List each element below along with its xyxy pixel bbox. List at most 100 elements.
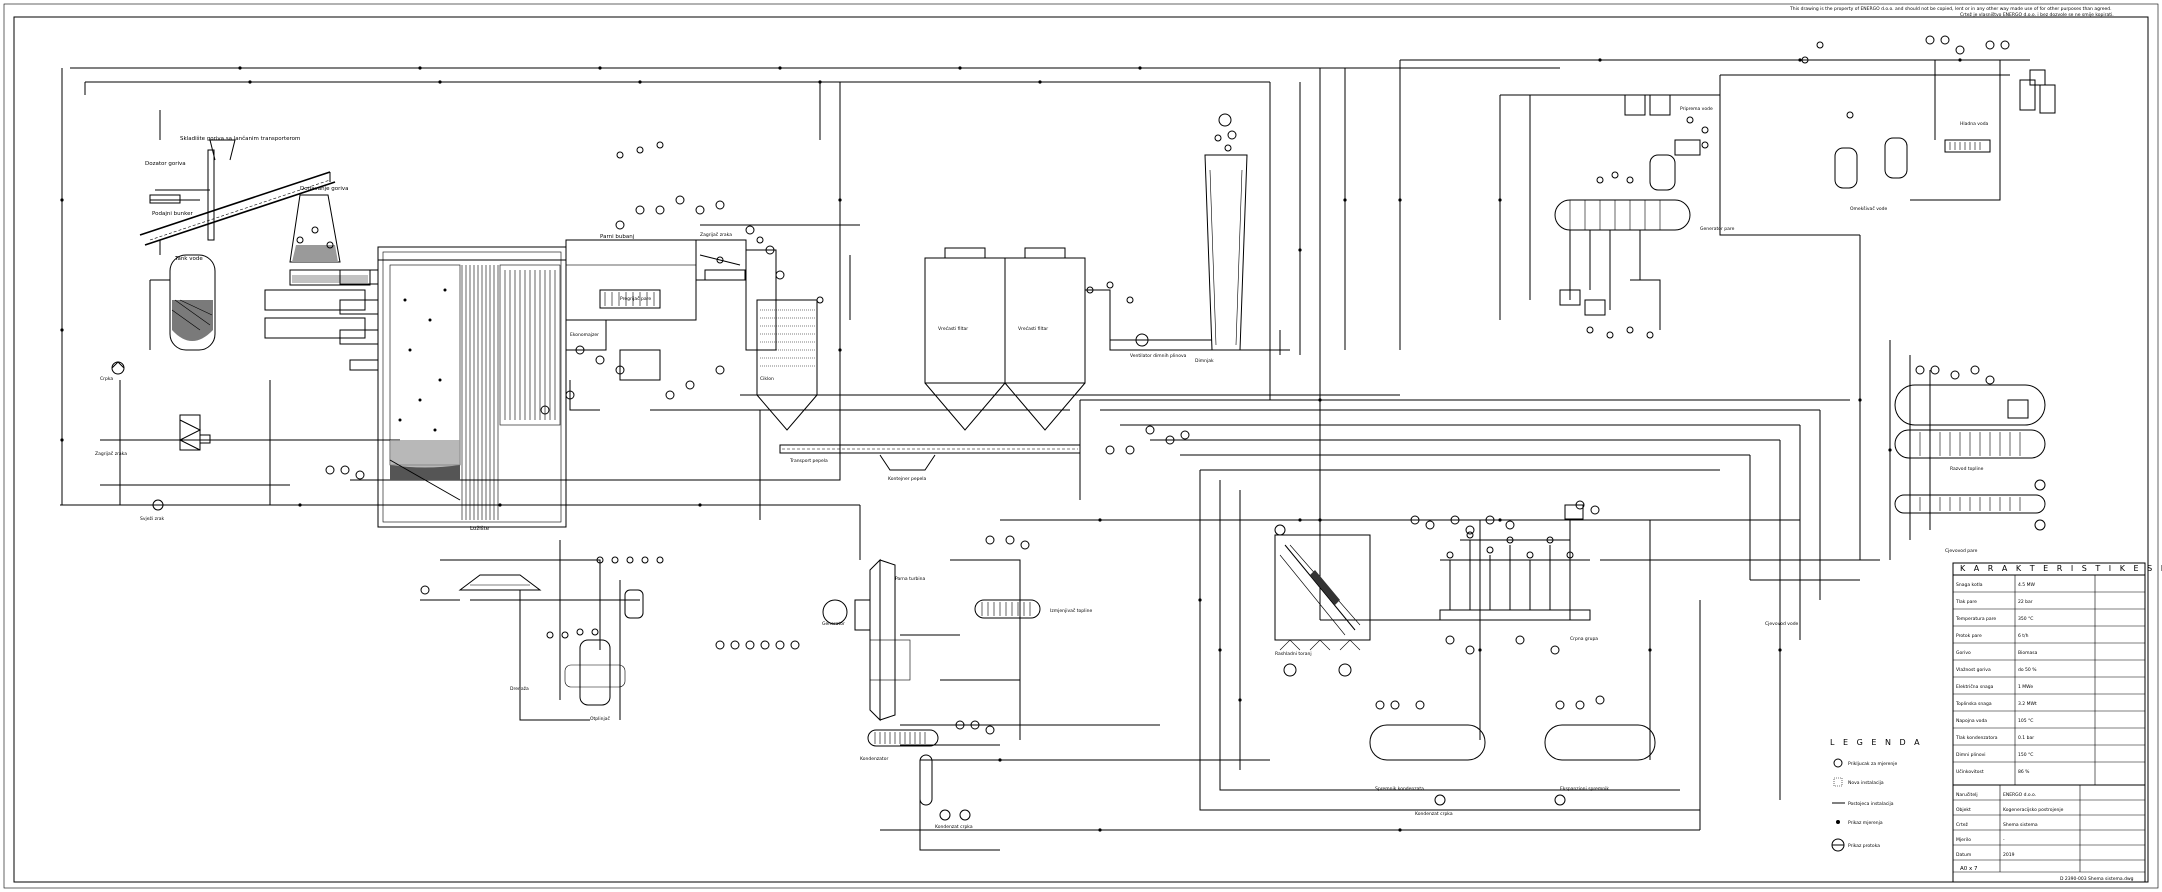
char-row-value: Biomasa <box>2018 650 2038 656</box>
cold-water-label: Hladna voda <box>1960 121 1989 127</box>
steam-drum-label: Parni bubanj <box>600 234 635 240</box>
pipe-1-label: Cjevovod pare <box>1945 548 1978 554</box>
characteristics-title: K A R A K T E R I S T I K E S I S T E M … <box>1960 564 2162 573</box>
fresh-air-label: Svježi zrak <box>140 515 165 522</box>
ash-transport-label: Transport pepela <box>789 458 828 464</box>
boiler: Ložište <box>339 246 567 532</box>
tb-value: - <box>2003 838 2005 843</box>
char-row-label: Gorivo <box>1956 650 1971 656</box>
heating-out-label: Razvod topline <box>1950 466 1984 472</box>
tb-label: Crtež <box>1956 821 1969 828</box>
cooling-tower: Rashladni toranj <box>1274 524 1371 677</box>
legend-item: Nova instalacija <box>1848 780 1884 786</box>
legend-item: Prikljucak za mjerenje <box>1848 761 1898 767</box>
char-row-label: Snaga kotla <box>1956 582 1983 588</box>
title-block: Naručitelj ENERGO d.o.o. Objekt Kogenera… <box>1952 784 2146 883</box>
char-row-label: Električna snaga <box>1956 683 1994 690</box>
char-row-value: 22 bar <box>2018 599 2033 605</box>
ash-feeder <box>420 574 542 601</box>
condensate-tanks: Spremnik kondenzata Ekspanzioni spremnik… <box>1369 724 1656 817</box>
heat-recovery: Parni bubanj Pregrijač pare Ekonomajzer … <box>565 231 777 411</box>
air-preheater: Zagrijač zraka Svježi zrak <box>95 414 211 522</box>
deaerator-label: Otplinjač <box>590 715 611 722</box>
char-row-value: 4.5 MW <box>2018 582 2035 588</box>
char-row-label: Tlak pare <box>1955 599 1977 605</box>
char-row-label: Toplinska snaga <box>1955 701 1992 707</box>
tb-value: 2019 <box>2003 852 2015 858</box>
tb-number: D 2390-003 Shema sistema.dwg <box>2060 876 2134 882</box>
flue-gas-cleaning: Ciklon Vrećasti filtar Vrećasti filtar T… <box>756 247 1200 482</box>
legend-title: L E G E N D A <box>1830 738 1923 747</box>
right-exchangers: Razvod topline Cjevovod pare Cjevovod vo… <box>1765 365 2046 627</box>
legend-item: Prikaz mjerenja <box>1848 820 1883 826</box>
air-heater-label: Zagrijač zraka <box>700 231 732 238</box>
tb-label: Objekt <box>1956 807 1971 813</box>
furnace-label: Ložište <box>470 525 490 532</box>
chimney-label: Dimnjak <box>1195 358 1214 364</box>
feed-pump-label: Crpka <box>100 376 113 382</box>
ash-container-label: Kontejner pepela <box>888 476 927 482</box>
char-row-value: 3.2 MWt <box>2018 701 2037 707</box>
pipe-nodes <box>60 58 1962 832</box>
header-manifold: Crpna grupa <box>1410 500 1600 655</box>
generator-label: Generator <box>822 621 845 627</box>
characteristics-table: K A R A K T E R I S T I K E S I S T E M … <box>1952 562 2162 786</box>
bag-filter-2-label: Vrećasti filtar <box>1018 325 1048 332</box>
char-row-value: do 50 % <box>2018 667 2037 673</box>
char-row-value: 105 °C <box>2018 718 2033 724</box>
flue-fan-label: Ventilator dimnih plinova <box>1130 353 1187 359</box>
steam-generator-label: Generator pare <box>1700 226 1735 232</box>
cond-pump-2-label: Kondenzat crpka <box>1415 811 1453 817</box>
economizer-label: Ekonomajzer <box>570 332 599 338</box>
instrument-bubbles <box>296 41 1854 735</box>
cooling-tower-label: Rashladni toranj <box>1275 651 1312 657</box>
tb-format: A0 x 7 <box>1960 866 1978 872</box>
characteristics-rows: Snaga kotla 4.5 MW Tlak pare 22 bar Temp… <box>1955 582 2038 775</box>
pump-group-label: Crpna grupa <box>1570 636 1598 642</box>
tb-value: Kogeneracijsko postrojenje <box>2003 807 2064 813</box>
deaerator: Otplinjač Drenaža <box>510 556 664 722</box>
heat-exchanger-label: Izmjenjivač topline <box>1050 607 1092 614</box>
biomass-conveyor-label: Skladište goriva sa lančanim transporter… <box>180 135 300 142</box>
hot-water-tank: Tank vode Crpka <box>100 240 216 382</box>
softener: Omekšivač vode Hladna voda <box>1834 35 2056 212</box>
condenser-label: Kondenzator <box>860 756 888 762</box>
pipe-network <box>60 59 2030 851</box>
chimney: Dimnjak <box>1195 113 1248 364</box>
flue-cyclone-label: Ciklon <box>760 376 774 382</box>
char-row-label: Dimni plinovi <box>1956 752 1986 758</box>
air-preheater-label: Zagrijač zraka <box>95 450 127 457</box>
char-row-value: 150 °C <box>2018 752 2033 758</box>
tb-label: Mjerilo <box>1956 837 1971 843</box>
char-row-value: 6 t/h <box>2018 633 2029 639</box>
char-row-value: 86 % <box>2018 769 2030 775</box>
softener-label: Omekšivač vode <box>1850 205 1887 212</box>
flash-tank-label: Ekspanzioni spremnik <box>1560 786 1609 792</box>
char-row-label: Napojna voda <box>1956 718 1987 724</box>
drain-label: Drenaža <box>510 685 529 692</box>
turbine-label: Parna turbina <box>895 576 926 582</box>
char-row-label: Protok pare <box>1956 633 1982 639</box>
char-row-value: 1 MWe <box>2018 684 2033 690</box>
pipe-2-label: Cjevovod vode <box>1765 621 1799 627</box>
bag-filter-1-label: Vrećasti filtar <box>938 325 968 332</box>
instrument-cluster-boiler <box>540 195 785 415</box>
char-row-label: Temperatura pare <box>1955 616 1996 622</box>
superheater-label: Pregrijač pare <box>620 295 651 302</box>
fuel-bunker-label: Podajni bunker <box>152 211 193 217</box>
legend-item: Prikaz protoka <box>1848 843 1880 849</box>
fuel-feed-label: Dozator goriva <box>145 161 186 167</box>
tb-label: Datum <box>1956 852 1971 858</box>
turbine-area: Parna turbina Generator Kondenzator Izmj… <box>822 558 1092 830</box>
fuel-storage: Skladište goriva sa lančanim transporter… <box>139 135 371 339</box>
cond-pump-1-label: Kondenzat crpka <box>935 824 973 830</box>
tb-label: Naručitelj <box>1956 791 1978 798</box>
legend: L E G E N D A Prikljucak za mjerenje Nov… <box>1830 738 1923 852</box>
tb-value: Shema sistema <box>2003 822 2038 828</box>
char-row-label: Tlak kondenzatora <box>1955 735 1998 741</box>
water-treatment: Generator pare Priprema vode <box>1554 94 1735 339</box>
char-row-value: 0.1 bar <box>2018 735 2034 741</box>
char-row-value: 350 °C <box>2018 616 2033 622</box>
water-treatment-label: Priprema vode <box>1680 106 1713 112</box>
